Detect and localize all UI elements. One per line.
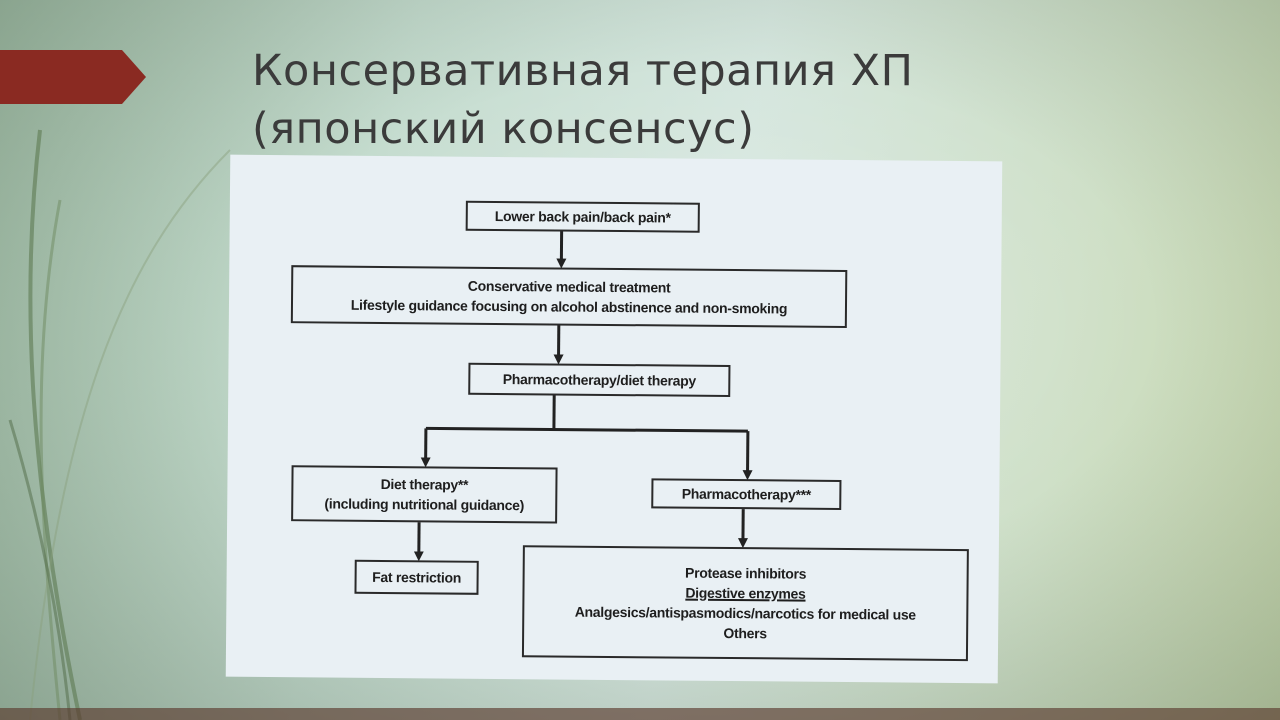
flowchart-arrows xyxy=(413,231,753,562)
drug-protease-inhibitors: Protease inhibitors xyxy=(685,564,807,582)
drug-digestive-enzymes: Digestive enzymes xyxy=(685,584,806,602)
drug-others: Others xyxy=(723,624,767,642)
box-lower-back-pain-text: Lower back pain/back pain* xyxy=(494,207,671,226)
box-diet-therapy-line-2: (including nutritional guidance) xyxy=(324,495,525,514)
box-pharmaco-diet-text: Pharmacotherapy/diet therapy xyxy=(502,371,696,389)
box-diet-therapy: Diet therapy** (including nutritional gu… xyxy=(291,465,558,524)
decorative-grass-lines xyxy=(8,129,231,720)
box-fat-restriction-text: Fat restriction xyxy=(372,568,462,586)
box-conservative-treatment: Conservative medical treatment Lifestyle… xyxy=(290,265,848,329)
slide-title-line-1: Консервативная терапия ХП xyxy=(252,46,914,96)
box-conservative-line-2: Lifestyle guidance focusing on alcohol a… xyxy=(350,296,788,317)
box-fat-restriction: Fat restriction xyxy=(354,559,479,595)
title-banner-arrow xyxy=(0,50,146,104)
flowchart-panel: Lower back pain/back pain* Conservative … xyxy=(225,154,1003,684)
box-lower-back-pain: Lower back pain/back pain* xyxy=(465,200,700,233)
box-diet-therapy-line-1: Diet therapy** xyxy=(380,475,469,493)
box-pharmaco-diet: Pharmacotherapy/diet therapy xyxy=(468,362,731,398)
bottom-edge-bar xyxy=(0,708,1280,720)
box-drug-list: Protease inhibitors Digestive enzymes An… xyxy=(521,545,969,662)
drug-analgesics: Analgesics/antispasmodics/narcotics for … xyxy=(574,603,916,623)
box-pharmacotherapy: Pharmacotherapy*** xyxy=(651,478,842,510)
slide-title-line-2: (японский консенсус) xyxy=(252,104,755,154)
box-pharmacotherapy-text: Pharmacotherapy*** xyxy=(681,485,812,503)
slide-title: Консервативная терапия ХП (японский конс… xyxy=(252,42,913,158)
box-conservative-line-1: Conservative medical treatment xyxy=(467,277,671,296)
